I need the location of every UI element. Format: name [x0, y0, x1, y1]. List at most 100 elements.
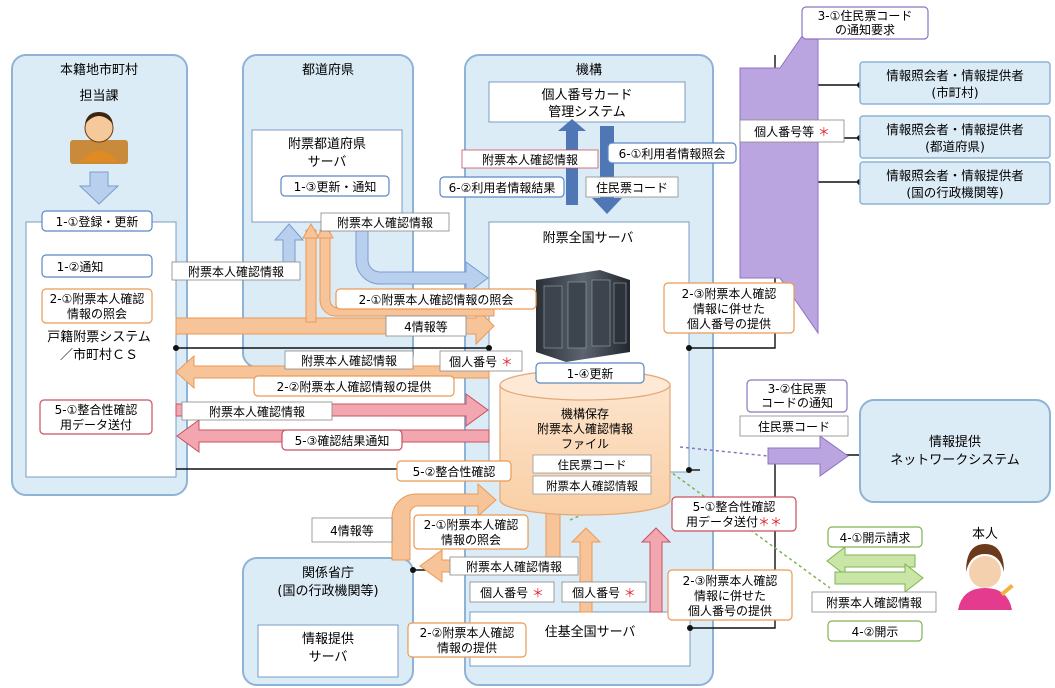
svg-text:住民票コード: 住民票コード: [596, 181, 668, 195]
arrow-pref-strand-a: [305, 229, 317, 323]
svg-text:5-③確認結果通知: 5-③確認結果通知: [295, 433, 390, 448]
svg-text:附票本人確認情報: 附票本人確認情報: [188, 264, 284, 279]
storage-label-1: 機構保存: [561, 406, 609, 421]
svg-text:個人番号等 ＊: 個人番号等 ＊: [754, 125, 830, 139]
step-2-3-top: 2-③附票本人確認 情報に併せた 個人番号の提供: [663, 282, 795, 334]
arrow-ministry-to-storage: [391, 482, 497, 561]
step-2-1-pref: 2-①附票本人確認情報の照会: [335, 288, 537, 310]
svg-text:情報照会者・情報提供者: 情報照会者・情報提供者: [886, 68, 1024, 83]
svg-text:個人番号 ＊: 個人番号 ＊: [572, 586, 636, 600]
arrow-pref-strand-b: [319, 229, 495, 317]
storage-label-3: ファイル: [561, 437, 609, 451]
svg-text:2-②附票本人確認情報の提供: 2-②附票本人確認情報の提供: [277, 379, 432, 394]
svg-text:5-①整合性確認: 5-①整合性確認: [55, 402, 138, 417]
step-2-3-bottom: 2-③附票本人確認 情報に併せた 個人番号の提供: [667, 569, 793, 621]
info-server-box: [257, 624, 399, 678]
step-1-1: 1-①登録・更新: [41, 210, 153, 232]
svg-text:(市町村): (市町村): [931, 85, 978, 100]
storage-label-2: 附票本人確認情報: [537, 421, 633, 436]
svg-text:情報に併せた: 情報に併せた: [694, 589, 766, 603]
svg-text:附票本人確認情報: 附票本人確認情報: [337, 215, 433, 230]
step-3-2: 3-②住民票 コードの通知: [746, 379, 848, 413]
step-2-2-min: 2-②附票本人確認 情報の提供: [407, 622, 527, 658]
person-label: 本人: [972, 527, 998, 542]
svg-text:6-①利用者情報照会: 6-①利用者情報照会: [619, 147, 726, 161]
svg-text:2-②附票本人確認: 2-②附票本人確認: [420, 625, 515, 640]
tag-fuhyou-info-2: 附票本人確認情報: [320, 212, 450, 232]
svg-text:(都道府県): (都道府県): [925, 139, 985, 154]
arrow-juki-up: [640, 527, 672, 613]
arrow-card-down: [592, 126, 622, 214]
tag-fuhyou-info-5: 附票本人確認情報: [181, 401, 333, 421]
svg-text:附票本人確認情報: 附票本人確認情報: [826, 595, 922, 610]
svg-text:情報の照会: 情報の照会: [441, 533, 501, 547]
tag-jouhou-tou-1: 4情報等: [385, 315, 467, 337]
svg-text:の通知要求: の通知要求: [835, 23, 895, 37]
pref-server-label-2: サーバ: [308, 155, 347, 170]
svg-text:1-②通知: 1-②通知: [57, 260, 104, 274]
region-agency-title: 機構: [576, 63, 602, 78]
svg-text:2-③附票本人確認: 2-③附票本人確認: [682, 286, 777, 301]
svg-text:1-④更新: 1-④更新: [567, 366, 614, 381]
tag-kojin-bangou-tou: 個人番号等 ＊: [739, 119, 845, 143]
staff-icon: [70, 112, 128, 164]
svg-text:個人番号の提供: 個人番号の提供: [688, 603, 772, 618]
provider-prefecture: 情報照会者・情報提供者 (都道府県): [859, 115, 1051, 159]
card-system-label-1: 個人番号カード: [541, 88, 632, 103]
svg-text:情報に併せた: 情報に併せた: [693, 302, 765, 316]
svg-text:情報の照会: 情報の照会: [67, 307, 127, 321]
tag-fuhyou-info-3: 附票本人確認情報: [461, 149, 599, 169]
arrow-4-1: [826, 545, 916, 577]
svg-text:情報照会者・情報提供者: 情報照会者・情報提供者: [886, 122, 1024, 137]
svg-text:3-②住民票: 3-②住民票: [768, 382, 827, 396]
svg-text:情報提供: 情報提供: [929, 434, 981, 450]
info-server-label-1: 情報提供: [302, 631, 354, 647]
svg-text:情報の提供: 情報の提供: [437, 640, 497, 655]
juki-server-label: 住基全国サーバ: [545, 624, 636, 640]
svg-text:1-①登録・更新: 1-①登録・更新: [56, 214, 139, 229]
svg-text:5-①整合性確認: 5-①整合性確認: [693, 499, 776, 514]
region-ministries-subtitle: (国の行政機関等): [277, 583, 378, 599]
svg-text:個人番号の提供: 個人番号の提供: [687, 316, 771, 331]
step-3-1: 3-①住民票コード の通知要求: [801, 6, 929, 40]
step-5-3: 5-③確認結果通知: [281, 429, 403, 451]
svg-text:附票本人確認情報: 附票本人確認情報: [301, 353, 397, 368]
step-4-1: 4-①開示請求: [827, 526, 923, 548]
step-5-1-muni: 5-①整合性確認 用データ送付: [39, 399, 153, 435]
step-4-2: 4-②開示: [827, 620, 923, 642]
svg-text:用データ送付: 用データ送付: [60, 417, 132, 432]
provider-national: 情報照会者・情報提供者 (国の行政機関等): [859, 161, 1051, 205]
arrow-pref-to-national: [355, 221, 489, 295]
dotted-to-network: [679, 446, 769, 457]
server-rack-image: [536, 270, 630, 362]
tag-fuhyou-info-6: 附票本人確認情報: [449, 556, 579, 576]
step-6-2: 6-②利用者情報結果: [439, 176, 565, 198]
step-1-4: 1-④更新: [535, 362, 645, 384]
svg-text:1-③更新・通知: 1-③更新・通知: [294, 179, 377, 194]
svg-text:2-①附票本人確認情報の照会: 2-①附票本人確認情報の照会: [359, 292, 514, 307]
tag-kojin-bangou-2: 個人番号 ＊: [469, 581, 555, 603]
svg-text:4情報等: 4情報等: [404, 320, 448, 334]
arrow-pref-up-orange-a: [302, 222, 320, 239]
tag-fuhyou-info-7: 附票本人確認情報: [811, 591, 937, 613]
step-1-3: 1-③更新・通知: [280, 175, 390, 197]
step-2-2-pref: 2-②附票本人確認情報の提供: [253, 375, 455, 397]
national-server-label: 附票全国サーバ: [543, 230, 634, 246]
tag-jumin-code-2: 住民票コード: [739, 415, 849, 437]
tag-jouhou-tou-2: 4情報等: [311, 517, 393, 543]
svg-text:個人番号 ＊: 個人番号 ＊: [480, 586, 544, 600]
tag-jumin-code-1: 住民票コード: [585, 176, 679, 198]
card-system-label-2: 管理システム: [548, 105, 626, 120]
svg-text:附票本人確認情報: 附票本人確認情報: [209, 404, 305, 419]
step-6-1: 6-①利用者情報照会: [607, 142, 737, 164]
svg-text:5-②整合性確認: 5-②整合性確認: [413, 464, 496, 479]
region-ministries-title: 関係省庁: [302, 566, 354, 581]
koseki-system-label-1: 戸籍附票システム: [47, 329, 151, 345]
step-5-1-right: 5-①整合性確認 用データ送付＊＊: [671, 496, 797, 532]
svg-text:2-①附票本人確認: 2-①附票本人確認: [50, 291, 145, 306]
tantou-label: 担当課: [79, 88, 118, 104]
tag-fuhyou-info-1: 附票本人確認情報: [171, 261, 301, 281]
svg-text:住民票コード: 住民票コード: [758, 420, 830, 434]
svg-text:ネットワークシステム: ネットワークシステム: [890, 453, 1020, 468]
